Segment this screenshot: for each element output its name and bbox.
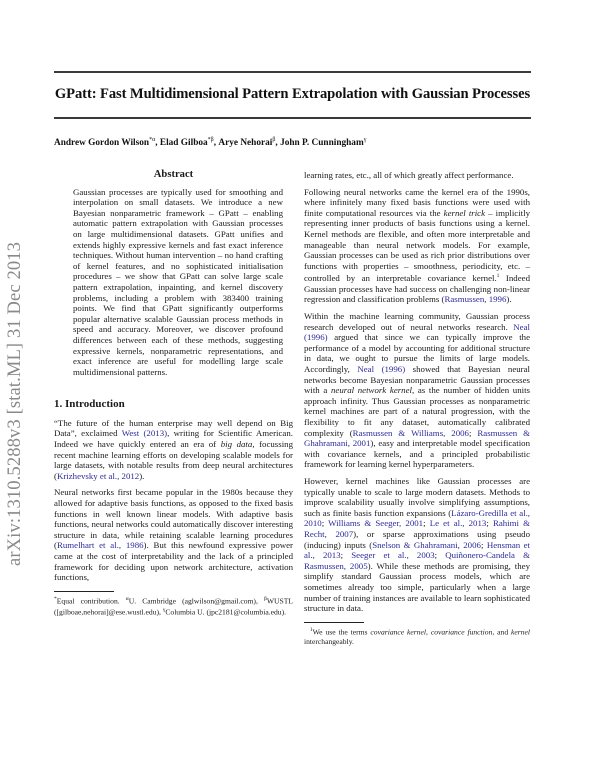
text: , — [426, 627, 431, 637]
citation-link[interactable]: Le et al., 2013 — [429, 518, 487, 529]
section-heading-introduction: 1. Introduction — [54, 398, 125, 411]
author-name: John P. Cunningham — [280, 138, 364, 149]
affiliation-mark: *β — [207, 137, 214, 143]
text: interchangeably. — [304, 636, 354, 646]
text: ; — [340, 550, 352, 561]
citation-link[interactable]: Neal (1996) — [304, 321, 530, 343]
author-name: Andrew Gordon Wilson — [54, 138, 150, 149]
arxiv-stamp: arXiv:1310.5288v3 [stat.ML] 31 Dec 2013 — [4, 241, 25, 566]
citation-link[interactable]: Neal (1996) — [357, 364, 406, 375]
abstract-text: Gaussian processes are typically used fo… — [73, 186, 283, 377]
citation-link[interactable]: Hensman et al., 2013 — [304, 539, 531, 561]
emphasis: covariance kernel — [370, 627, 427, 637]
intro-paragraph-2: Neural networks first became popular in … — [54, 487, 293, 582]
intro-paragraph-4: Within the machine learning community, G… — [304, 311, 530, 470]
author-name: Arye Nehorai — [218, 138, 273, 149]
text: ), easy and interpretable model specific… — [304, 438, 530, 470]
text: ; — [480, 539, 487, 550]
text: ; — [321, 518, 329, 529]
title-rule-top — [54, 71, 531, 73]
text: ). While these methods are promising, th… — [304, 560, 530, 614]
right-column: learning rates, etc., all of which great… — [304, 170, 530, 646]
emphasis: big data — [220, 439, 253, 450]
text: Within the machine learning community, G… — [304, 311, 530, 332]
footnote-reference[interactable]: 1 — [496, 273, 500, 280]
citation-link[interactable]: West (2013) — [121, 428, 168, 439]
footnote-mark: γ — [162, 606, 166, 613]
text: ; — [423, 518, 430, 529]
text: U. Cambridge (aglwilson@gmail.com), — [128, 596, 264, 606]
text: , and — [492, 627, 512, 637]
text: ), or sparse approximations using pseudo… — [304, 528, 530, 550]
text: – implicitly representing inner products… — [304, 207, 531, 284]
emphasis: covariance function — [430, 627, 493, 637]
footnote-mark: α — [125, 595, 129, 602]
footnote-mark: β — [263, 595, 267, 602]
paper-title: GPatt: Fast Multidimensional Pattern Ext… — [54, 86, 531, 102]
affiliation-mark: β — [272, 137, 276, 143]
text: Columbia U. (jpc2181@columbia.edu). — [165, 607, 286, 617]
footnote-mark: * — [54, 595, 57, 602]
emphasis: kernel — [511, 627, 531, 637]
text: Following neural networks came the kerne… — [304, 186, 530, 218]
citation-link[interactable]: Rahimi & Recht, 2007 — [304, 518, 530, 539]
text: ). But this newfound expressive power ca… — [54, 540, 294, 583]
text: ; — [468, 427, 478, 438]
citation-link[interactable]: Williams & Seeger, 2001 — [328, 518, 424, 529]
citation-link[interactable]: Rasmussen & Williams, 2006 — [352, 427, 469, 438]
intro-paragraph-5: However, kernel machines like Gaussian p… — [304, 476, 530, 614]
citation-link[interactable]: Quiñonero-Candela & Rasmussen, 2005 — [304, 550, 531, 571]
footnote-rule — [304, 621, 364, 623]
citation-link[interactable]: Rasmussen & Ghahramani, 2001 — [304, 427, 530, 449]
footnote-rule — [54, 590, 114, 592]
text: ). — [506, 294, 512, 305]
text: argued that since we can typically impro… — [304, 332, 530, 375]
citation-link[interactable]: Lázaro-Gredilla et al., 2010 — [304, 507, 530, 529]
text: WUSTL ([gilboae,nehorai]@ese.wustl.edu), — [54, 596, 293, 617]
intro-paragraph-2-continued: learning rates, etc., all of which great… — [304, 170, 514, 180]
text: Indeed Gaussian processes have had succe… — [304, 273, 530, 305]
author-name: Elad Gilboa — [159, 138, 208, 149]
text: ). — [139, 470, 145, 481]
footnote-1: 1We use the terms covariance kernel, cov… — [304, 626, 530, 646]
emphasis: kernel trick — [443, 207, 486, 218]
text: ; — [434, 550, 446, 561]
footnote-affiliations: *Equal contribution. αU. Cambridge (aglw… — [54, 595, 293, 617]
text: showed that Bayesian neural networks bec… — [304, 364, 531, 396]
affiliation-mark: *α — [149, 137, 156, 143]
text: , focussing recent machine learning effo… — [54, 439, 293, 481]
text: ; — [486, 518, 493, 529]
footnote-mark: 1 — [309, 626, 313, 633]
intro-paragraph-3: Following neural networks came the kerne… — [304, 187, 530, 305]
text: However, kernel machines like Gaussian p… — [304, 475, 530, 518]
affiliation-mark: γ — [363, 137, 367, 143]
text: We use the terms — [312, 627, 371, 637]
text: Equal contribution. — [56, 596, 126, 606]
citation-link[interactable]: Krizhevsky et al., 2012 — [56, 470, 140, 481]
title-rule-bottom — [54, 117, 531, 119]
left-column: Abstract Gaussian processes are typicall… — [54, 169, 293, 617]
text: , writing for Scientific American. Indee… — [54, 428, 293, 450]
author-list: Andrew Gordon Wilson*α, Elad Gilboa*β, A… — [54, 137, 367, 149]
text: “The future of the human enterprise may … — [54, 417, 293, 439]
text: Neural networks first became popular in … — [54, 487, 293, 551]
text: , as the number of hidden units approach… — [304, 385, 530, 438]
citation-link[interactable]: Snelson & Ghahramani, 2006 — [372, 539, 481, 550]
abstract-heading: Abstract — [153, 169, 194, 180]
citation-link[interactable]: Rumelhart et al., 1986 — [56, 540, 144, 551]
intro-paragraph-1: “The future of the human enterprise may … — [54, 418, 293, 482]
citation-link[interactable]: Rasmussen, 1996 — [444, 294, 507, 305]
emphasis: neural network kernel — [330, 385, 412, 396]
citation-link[interactable]: Seeger et al., 2003 — [351, 550, 435, 561]
